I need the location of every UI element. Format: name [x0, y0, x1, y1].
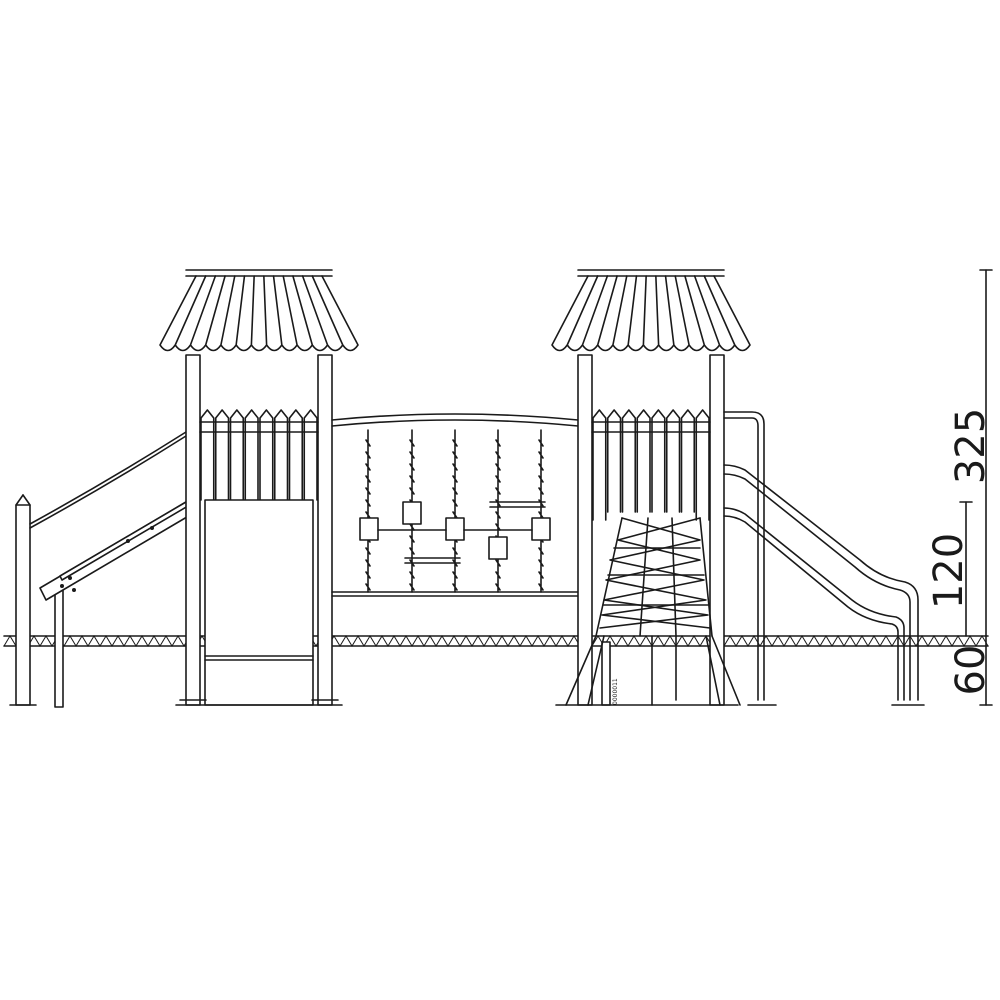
- entry-steps: [9, 431, 193, 708]
- tower-label: 0000011: [612, 678, 619, 705]
- right-tower: 0000011: [551, 269, 751, 706]
- dimension-60: 60: [948, 635, 994, 706]
- dimension-325: 325: [948, 269, 994, 637]
- left-tower: [159, 269, 359, 706]
- dimension-325-label: 325: [948, 408, 994, 484]
- slide: [723, 411, 925, 706]
- dimension-60-label: 60: [948, 645, 994, 696]
- dimension-120-label: 120: [926, 533, 972, 609]
- dimension-120: 120: [926, 501, 973, 637]
- ground-line: [3, 635, 989, 647]
- hanging-bridge: [331, 413, 579, 597]
